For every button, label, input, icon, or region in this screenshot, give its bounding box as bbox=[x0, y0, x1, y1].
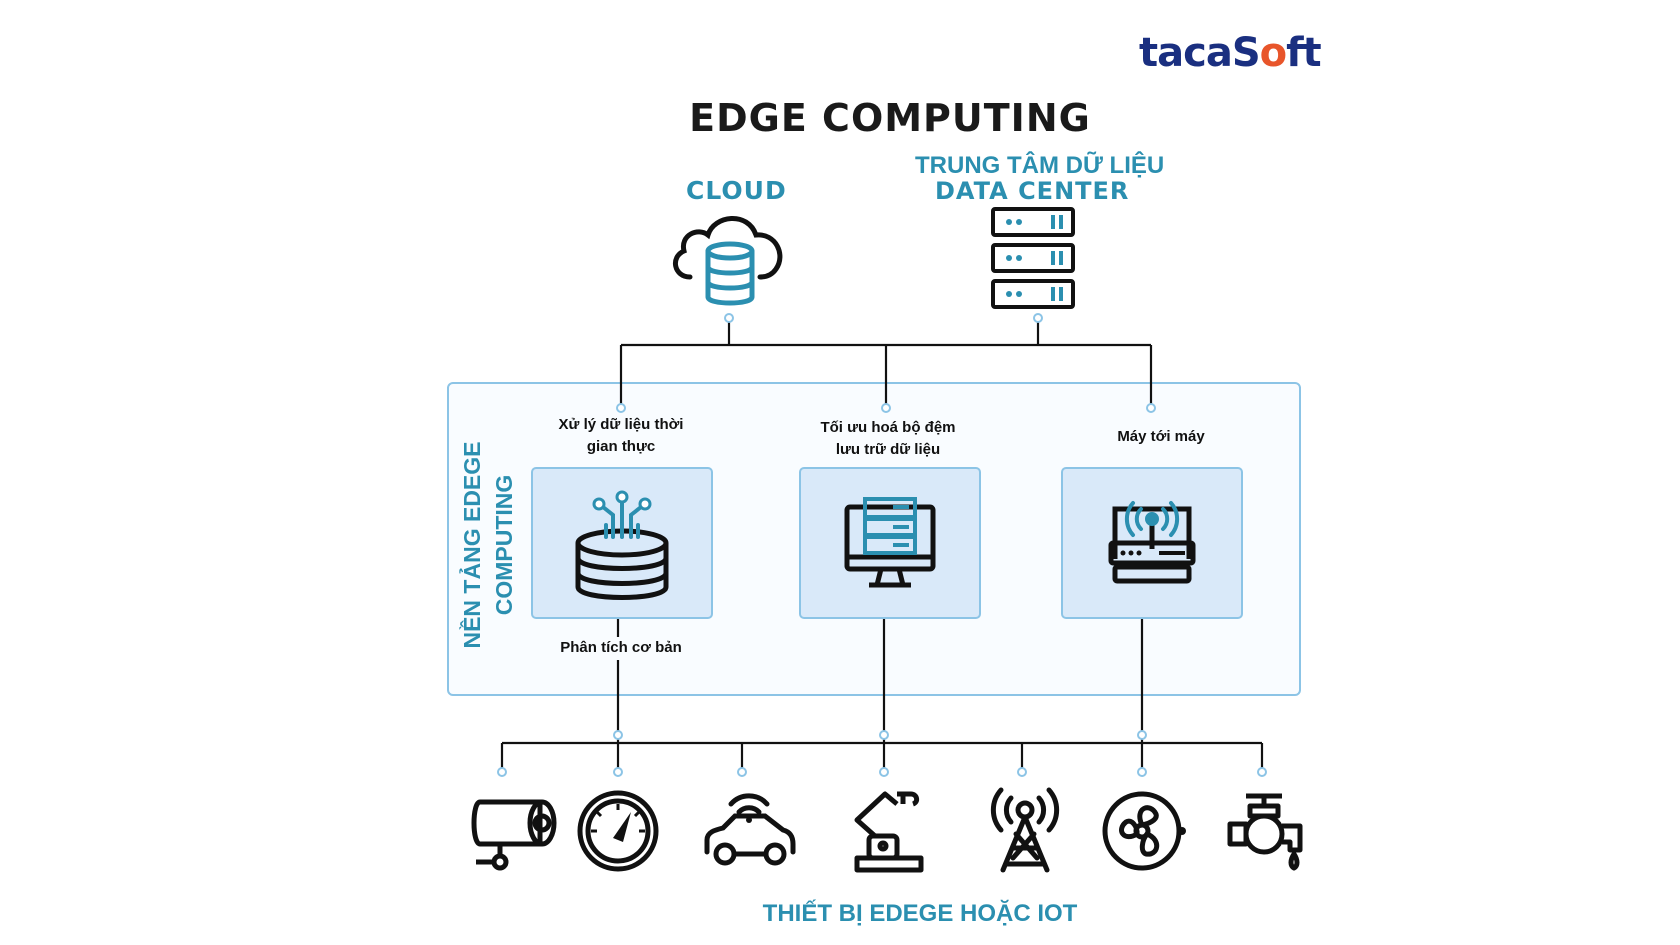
datacenter-label-line1: TRUNG TÂM DỮ LIỆU bbox=[915, 152, 1165, 179]
monitor-server-icon bbox=[844, 497, 936, 588]
cloud-label: CLOUD bbox=[686, 176, 787, 205]
tacasoft-logo: tacaSoft bbox=[1139, 30, 1322, 76]
feature-realtime-label: Xử lý dữ liệu thời gian thực bbox=[536, 414, 706, 458]
cloud-database-icon bbox=[673, 216, 783, 306]
fan-icon bbox=[1102, 791, 1186, 871]
feature-cache-line1: Tối ưu hoá bộ đệm bbox=[820, 419, 956, 436]
feature-cache-label: Tối ưu hoá bộ đệm lưu trữ dữ liệu bbox=[803, 417, 973, 461]
feature-box-m2m bbox=[1061, 467, 1243, 619]
feature-realtime-line2: gian thực bbox=[586, 438, 656, 455]
camera-icon bbox=[471, 799, 557, 871]
feature-m2m-line1: Máy tới máy bbox=[1117, 428, 1205, 445]
robot-arm-icon bbox=[854, 791, 924, 873]
feature-cache-line2: lưu trữ dữ liệu bbox=[835, 441, 941, 458]
gauge-icon bbox=[577, 790, 659, 872]
valve-icon bbox=[1227, 793, 1303, 871]
feature-m2m-label: Máy tới máy bbox=[1076, 426, 1246, 448]
logo-text-accent: o bbox=[1259, 30, 1288, 76]
diagram-title: EDGE COMPUTING bbox=[689, 96, 1091, 140]
feature-box-cache bbox=[799, 467, 981, 619]
feature-box-realtime bbox=[531, 467, 713, 619]
logo-text-main: tacaS bbox=[1139, 30, 1261, 76]
feature-realtime-line1: Xử lý dữ liệu thời bbox=[558, 416, 684, 433]
connected-car-icon bbox=[704, 793, 796, 866]
antenna-tower-icon bbox=[990, 787, 1060, 873]
iot-devices-label: THIẾT BỊ EDEGE HOẶC IOT bbox=[762, 900, 1078, 927]
feature-basic-analytics-label: Phân tích cơ bản bbox=[536, 637, 706, 659]
router-icon bbox=[1108, 501, 1196, 584]
datacenter-label-line2: DATA CENTER bbox=[935, 177, 1130, 205]
server-rack-icon bbox=[991, 207, 1075, 309]
database-analytics-icon bbox=[575, 490, 669, 600]
logo-text-tail: ft bbox=[1286, 30, 1322, 76]
